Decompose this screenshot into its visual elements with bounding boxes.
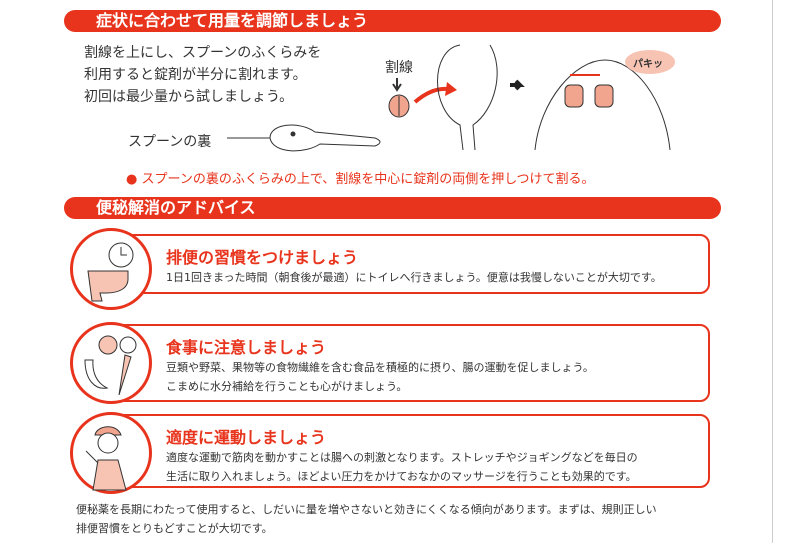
toilet-clock-icon xyxy=(70,228,152,310)
splitting-note: ● スプーンの裏のふくらみの上で、割線を中心に錠剤の両側を押しつけて割る。 xyxy=(126,172,595,187)
card-body: 適度な運動で筋肉を動かすことは腸への刺激となります。ストレッチやジョギングなどを… xyxy=(166,451,638,483)
advice-card-diet: 食事に注意しましょう 豆類や野菜、果物等の食物繊維を含む食品を積極的に摂り、腸の… xyxy=(110,324,710,402)
fruit-vegetable-icon xyxy=(70,322,152,404)
card-body: 1日1回きまった時間（朝食後が最適）にトイレへ行きましょう。便意は我慢しないこと… xyxy=(166,271,662,284)
section-banner-dosage: 症状に合わせて用量を調節しましょう xyxy=(64,10,721,32)
spoon-back-label: スプーンの裏 xyxy=(128,134,212,150)
snap-label: パキッ xyxy=(633,59,663,70)
card-body: 豆類や野菜、果物等の食物繊維を含む食品を積極的に摂り、腸の運動を促しましょう。 … xyxy=(166,361,594,393)
section-banner-advice: 便秘解消のアドバイス xyxy=(64,197,721,219)
footer-note: 便秘薬を長期にわたって使用すると、しだいに量を増やさないと効きにくくなる傾向があ… xyxy=(76,503,657,535)
spoon-back-illustration xyxy=(227,124,381,152)
jogging-person-icon xyxy=(70,412,152,494)
page-edge xyxy=(772,0,773,543)
intro-text: 割線を上にし、スプーンのふくらみを 利用すると錠剤が半分に割れます。 初回は最少… xyxy=(84,45,322,105)
advice-card-habit: 排便の習慣をつけましょう 1日1回きまった時間（朝食後が最適）にトイレへ行きまし… xyxy=(110,234,710,294)
card-title: 排便の習慣をつけましょう xyxy=(166,248,359,267)
advice-card-exercise: 適度に運動しましょう 適度な運動で筋肉を動かすことは腸への刺激となります。ストレ… xyxy=(110,414,710,488)
score-line-label: 割線 xyxy=(385,60,413,76)
tablet-splitting-illustration xyxy=(388,44,675,151)
card-title: 食事に注意しましょう xyxy=(166,338,327,357)
card-title: 適度に運動しましょう xyxy=(166,428,327,447)
